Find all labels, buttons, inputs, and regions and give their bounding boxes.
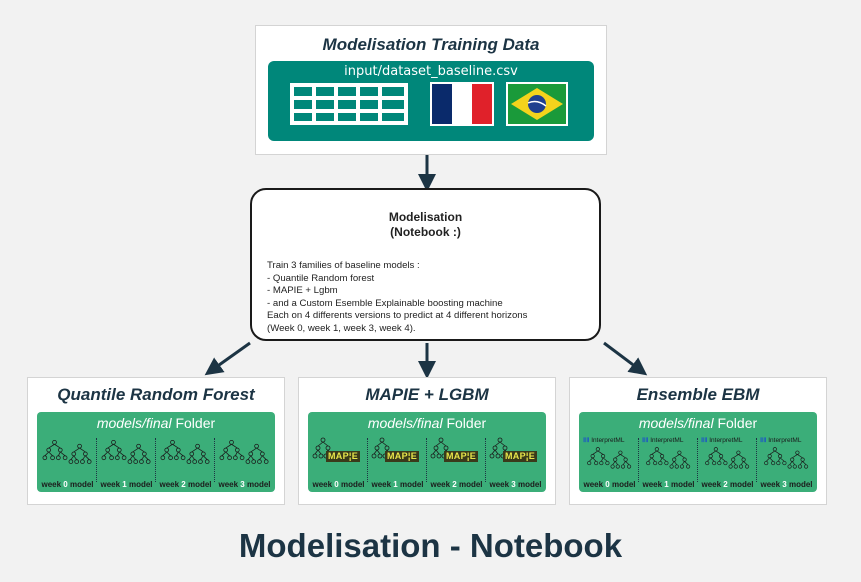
week-number: 3 (782, 480, 787, 489)
family-panel-ebm: Ensemble EBM models/final Folder ⅡⅡ Inte… (569, 377, 827, 505)
decision-tree-icon (587, 447, 632, 469)
mapie-logo-icon: MAP¦E (503, 451, 538, 462)
model-label: week 1 model (100, 480, 153, 489)
notebook-line: (Week 0, week 1, week 3, week 4). (267, 322, 416, 334)
dataset-filename: input/dataset_baseline.csv (344, 64, 518, 79)
notebook-line: Train 3 families of baseline models : (267, 260, 420, 271)
family-title: Quantile Random Forest (57, 385, 255, 404)
week-number: 0 (334, 480, 339, 489)
family-panel-qrf: Quantile Random Forest models/final Fold… (27, 377, 285, 505)
model-cell: MAP¦E week 0 model (310, 434, 367, 490)
week-number: 0 (63, 480, 68, 489)
models-folder: models/final Folder ⅡⅡ InterpretML week 0… (579, 412, 817, 492)
cell-separator (367, 438, 368, 482)
training-data-panel: Modelisation Training Data input/dataset… (255, 25, 607, 155)
mapie-logo-icon: MAP¦E (444, 451, 479, 462)
notebook-box: Modelisation (Notebook :) Train 3 famili… (250, 188, 601, 341)
model-label: week 0 model (41, 480, 94, 489)
week-number: 0 (605, 480, 610, 489)
week-number: 2 (452, 480, 457, 489)
notebook-subtitle: (Notebook :) (390, 225, 461, 239)
notebook-line: - and a Custom Esemble Explainable boost… (267, 297, 503, 309)
folder-label: models/final Folder (638, 415, 758, 431)
model-cell: week 0 model (39, 434, 96, 490)
cell-separator (214, 438, 215, 482)
decision-tree-icon (705, 447, 750, 469)
cell-separator (756, 438, 757, 482)
model-label: week 0 model (583, 480, 636, 489)
model-label: week 1 model (642, 480, 695, 489)
dataset-box: input/dataset_baseline.csv (268, 61, 594, 141)
week-number: 2 (181, 480, 186, 489)
interpretml-logo-icon: ⅡⅡ InterpretML (642, 437, 684, 444)
notebook-line: Each on 4 differents versions to predict… (267, 310, 528, 322)
model-label: week 3 model (489, 480, 542, 489)
mapie-logo-icon: MAP¦E (326, 451, 361, 462)
cell-separator (697, 438, 698, 482)
family-title: MAPIE + LGBM (365, 385, 489, 404)
model-label: week 2 model (159, 480, 212, 489)
main-title: Modelisation - Notebook (238, 527, 623, 564)
cell-separator (638, 438, 639, 482)
week-number: 3 (511, 480, 516, 489)
decision-tree-icon (42, 440, 92, 464)
france-flag-icon (430, 82, 494, 126)
week-number: 3 (240, 480, 245, 489)
model-label: week 3 model (760, 480, 813, 489)
notebook-title: Modelisation (388, 210, 463, 224)
week-number: 2 (723, 480, 728, 489)
model-cell: week 1 model (98, 434, 155, 490)
model-cell: ⅡⅡ InterpretML week 0 model (581, 434, 638, 490)
decision-tree-icon (764, 447, 809, 469)
table-icon (290, 83, 408, 125)
folder-label: models/final Folder (367, 415, 487, 431)
brazil-flag-icon (506, 82, 568, 126)
model-cell: ⅡⅡ InterpretML week 1 model (640, 434, 697, 490)
mapie-logo-icon: MAP¦E (385, 451, 420, 462)
model-cell: week 3 model (216, 434, 273, 490)
model-cell: MAP¦E week 1 model (369, 434, 426, 490)
models-folder: models/final Folder week 0 model week 1 m… (37, 412, 275, 492)
cell-separator (485, 438, 486, 482)
interpretml-logo-icon: ⅡⅡ InterpretML (583, 437, 625, 444)
model-label: week 0 model (312, 480, 365, 489)
week-number: 1 (664, 480, 669, 489)
interpretml-logo-icon: ⅡⅡ InterpretML (760, 437, 802, 444)
model-cell: ⅡⅡ InterpretML week 3 model (758, 434, 815, 490)
week-number: 1 (122, 480, 127, 489)
model-label: week 3 model (218, 480, 271, 489)
cell-separator (426, 438, 427, 482)
model-label: week 2 model (430, 480, 483, 489)
cell-separator (96, 438, 97, 482)
decision-tree-icon (101, 440, 151, 464)
folder-label: models/final Folder (96, 415, 216, 431)
family-panel-mapie: MAPIE + LGBM models/final Folder MAP¦E we… (298, 377, 556, 505)
arrow-notebook-to-ebm (603, 341, 648, 376)
model-label: week 2 model (701, 480, 754, 489)
decision-tree-icon (160, 440, 210, 464)
interpretml-logo-icon: ⅡⅡ InterpretML (701, 437, 743, 444)
family-title: Ensemble EBM (636, 385, 760, 404)
decision-tree-icon (219, 440, 269, 464)
model-cell: MAP¦E week 3 model (487, 434, 544, 490)
cell-separator (155, 438, 156, 482)
model-cell: week 2 model (157, 434, 214, 490)
notebook-line: - Quantile Random forest (267, 272, 375, 284)
decision-tree-icon (646, 447, 691, 469)
notebook-line: - MAPIE + Lgbm (267, 285, 338, 297)
training-data-title: Modelisation Training Data (322, 35, 540, 54)
model-cell: MAP¦E week 2 model (428, 434, 485, 490)
notebook-description: Train 3 families of baseline models : - … (267, 260, 527, 336)
model-label: week 1 model (371, 480, 424, 489)
arrow-notebook-to-qrf (204, 341, 251, 376)
week-number: 1 (393, 480, 398, 489)
model-cell: ⅡⅡ InterpretML week 2 model (699, 434, 756, 490)
